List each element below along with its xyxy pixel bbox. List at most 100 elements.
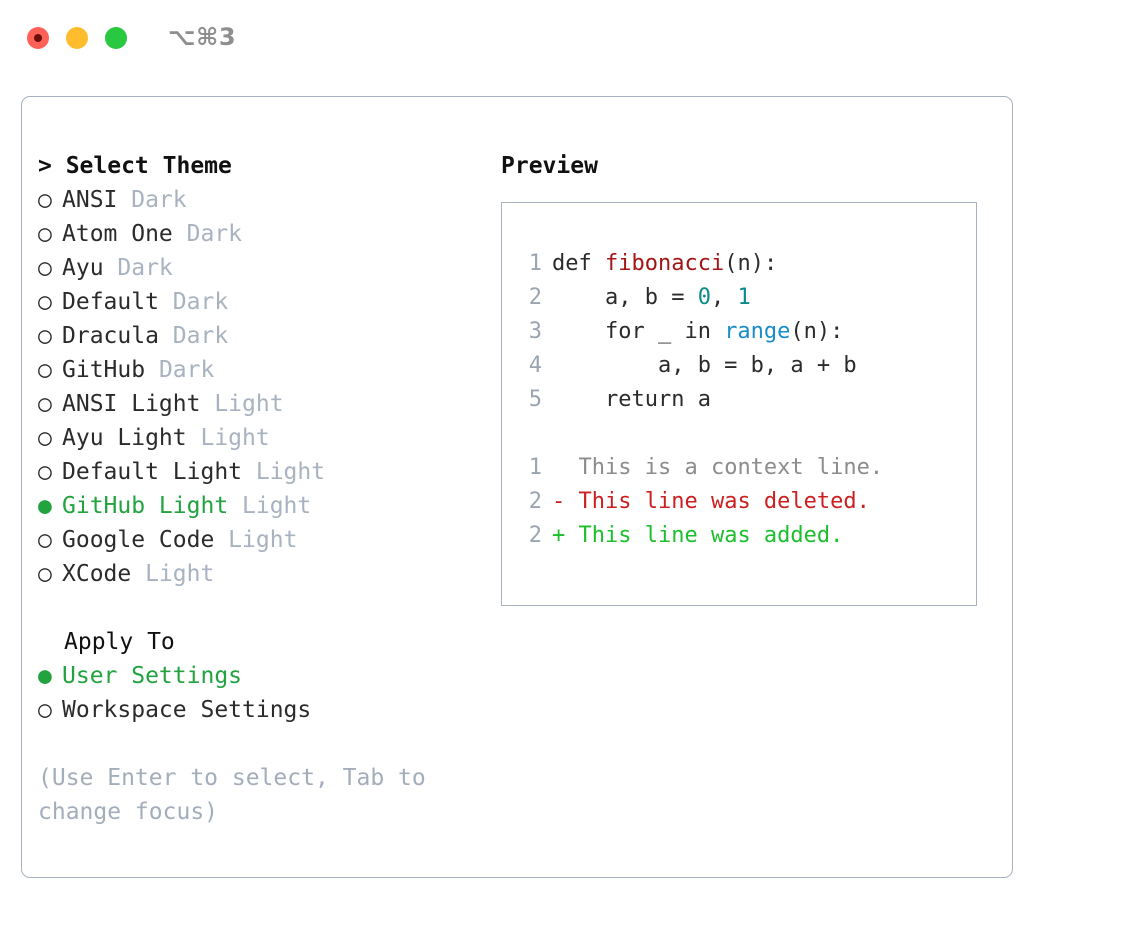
theme-variant-tag: Dark — [103, 255, 173, 281]
diff-text: This line was deleted. — [578, 489, 870, 514]
code-token: a, b = — [552, 285, 698, 310]
theme-variant-tag: Dark — [158, 323, 229, 349]
main-panel: > Select Theme ○ANSI Dark○Atom One Dark○… — [21, 96, 1013, 878]
line-number: 2 — [528, 489, 542, 514]
title-bar: ⌥⌘3 — [0, 0, 1140, 76]
radio-unselected-icon: ○ — [38, 187, 52, 213]
line-number: 2 — [528, 285, 542, 310]
diff-marker: - — [552, 489, 579, 514]
diff-text: This line was added. — [578, 523, 844, 548]
code-token: fibonacci — [604, 251, 725, 276]
code-token: return a — [552, 387, 711, 412]
radio-unselected-icon: ○ — [38, 391, 52, 417]
apply-to-option-workspace-settings[interactable]: ○ Workspace Settings — [38, 693, 478, 727]
line-number: 4 — [528, 353, 542, 378]
theme-variant-tag: Light — [131, 561, 215, 587]
theme-option-label: GitHub Light — [62, 493, 229, 519]
code-token: range — [724, 319, 791, 344]
theme-option-label: XCode — [62, 561, 132, 587]
diff-marker — [552, 455, 579, 480]
theme-option-label: Default — [62, 289, 159, 315]
code-token: , — [710, 285, 738, 310]
theme-variant-tag: Light — [200, 391, 284, 417]
theme-option-ayu[interactable]: ○ Ayu Dark — [38, 251, 478, 285]
apply-to-option-user-settings[interactable]: ● User Settings — [38, 659, 478, 693]
theme-variant-tag: Dark — [172, 221, 243, 247]
code-token: a, b = b, a + b — [552, 353, 857, 378]
radio-unselected-icon: ○ — [38, 425, 52, 451]
radio-unselected-icon: ○ — [38, 255, 52, 281]
line-number: 1 — [528, 251, 542, 276]
theme-option-atom-one[interactable]: ○ Atom One Dark — [38, 217, 478, 251]
radio-selected-icon: ● — [38, 663, 52, 689]
radio-unselected-icon: ○ — [38, 323, 52, 349]
diff-line-ctx: 1 This is a context line. — [520, 451, 976, 485]
theme-option-default[interactable]: ○ Default Dark — [38, 285, 478, 319]
theme-option-dracula[interactable]: ○Dracula Dark — [38, 319, 478, 353]
traffic-light-group — [27, 27, 127, 49]
theme-option-ansi-light[interactable]: ○ ANSI Light Light — [38, 387, 478, 421]
code-token: def — [552, 251, 605, 276]
code-line: 4 a, b = b, a + b — [520, 349, 976, 383]
line-number: 1 — [528, 455, 542, 480]
theme-picker-column: > Select Theme ○ANSI Dark○Atom One Dark○… — [38, 149, 478, 829]
theme-option-github[interactable]: ○ GitHub Dark — [38, 353, 478, 387]
theme-option-label: Atom One — [62, 221, 173, 247]
diff-line-add: 2 + This line was added. — [520, 519, 976, 553]
theme-variant-tag: Dark — [158, 289, 229, 315]
radio-unselected-icon: ○ — [38, 221, 52, 247]
theme-option-label: ANSI — [62, 187, 118, 213]
keyboard-shortcut-label: ⌥⌘3 — [168, 23, 237, 51]
code-token: 0 — [697, 285, 711, 310]
line-number: 5 — [528, 387, 542, 412]
radio-unselected-icon: ○ — [38, 697, 52, 723]
theme-option-ansi[interactable]: ○ ANSI Dark — [38, 183, 478, 217]
code-spacer — [520, 417, 976, 451]
code-token: (n): — [790, 319, 844, 344]
maximize-button-icon[interactable] — [105, 27, 127, 49]
apply-to-option-label: User Settings — [62, 663, 243, 689]
diff-marker: + — [552, 523, 579, 548]
apply-to-section: Apply To ● User Settings ○ Workspace Settin… — [38, 625, 478, 727]
theme-option-xcode[interactable]: ○ XCode Light — [38, 557, 478, 591]
radio-selected-icon: ● — [38, 493, 52, 519]
theme-variant-tag: Light — [214, 527, 298, 553]
radio-unselected-icon: ○ — [38, 527, 52, 553]
radio-unselected-icon: ○ — [38, 561, 52, 587]
radio-unselected-icon: ○ — [38, 289, 52, 315]
radio-unselected-icon: ○ — [38, 459, 52, 485]
theme-option-label: Ayu Light — [62, 425, 187, 451]
apply-to-option-label: Workspace Settings — [62, 697, 312, 723]
theme-option-default-light[interactable]: ○ Default Light Light — [38, 455, 478, 489]
theme-option-google-code[interactable]: ○Google Code Light — [38, 523, 478, 557]
diff-line-del: 2- This line was deleted. — [520, 485, 976, 519]
code-line: 2 a, b = 0, 1 — [520, 281, 976, 315]
theme-option-ayu-light[interactable]: ○Ayu Light Light — [38, 421, 478, 455]
theme-option-github-light[interactable]: ●GitHub Light Light — [38, 489, 478, 523]
line-number: 3 — [528, 319, 542, 344]
diff-sample: 1 This is a context line.2- This line wa… — [520, 451, 976, 553]
apply-to-title: Apply To — [64, 629, 175, 655]
diff-text: This is a context line. — [578, 455, 884, 480]
theme-variant-tag: Light — [242, 459, 326, 485]
theme-variant-tag: Dark — [145, 357, 215, 383]
theme-option-label: GitHub — [62, 357, 146, 383]
theme-option-label: Default Light — [62, 459, 243, 485]
theme-option-label: Ayu — [62, 255, 104, 281]
minimize-button-icon[interactable] — [66, 27, 88, 49]
line-number: 2 — [528, 523, 542, 548]
code-token: 1 — [737, 285, 751, 310]
theme-option-label: ANSI Light — [62, 391, 201, 417]
code-line: 3 for _ in range(n): — [520, 315, 976, 349]
code-line: 5 return a — [520, 383, 976, 417]
preview-title: Preview — [501, 153, 598, 179]
close-button-icon[interactable] — [27, 27, 49, 49]
theme-variant-tag: Dark — [117, 187, 187, 213]
keyboard-hint-text: (Use Enter to select, Tab to change focu… — [38, 765, 440, 825]
radio-unselected-icon: ○ — [38, 357, 52, 383]
